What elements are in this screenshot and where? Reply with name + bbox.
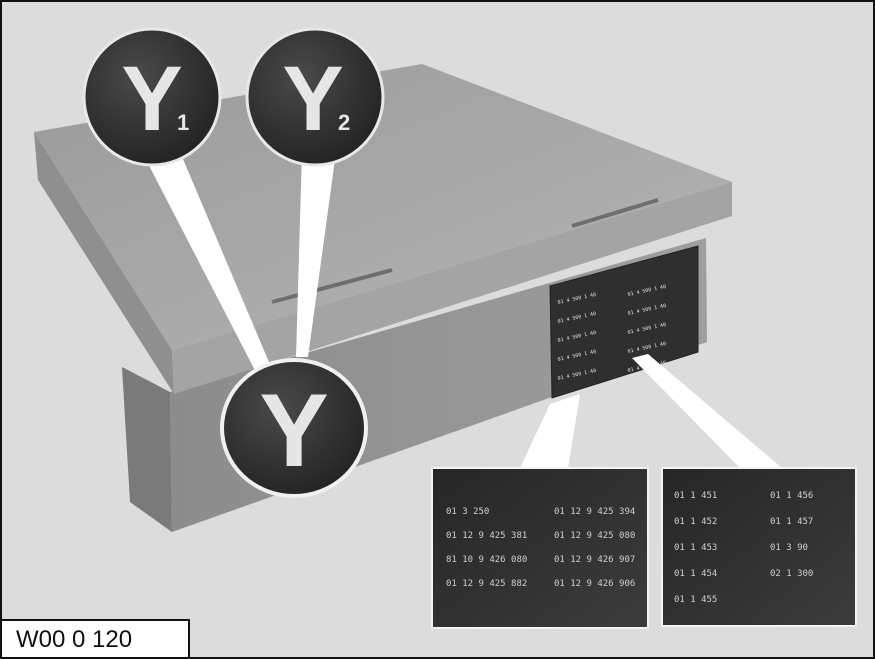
callout-y1: Y 1: [82, 27, 222, 167]
leader-label-right: [632, 354, 782, 468]
part-number: 01 1 455: [674, 595, 717, 605]
part-number: 01 1 454: [674, 569, 717, 579]
part-number: 81 10 9 426 080: [446, 555, 527, 565]
lid-slot-right: [571, 198, 659, 228]
leader-y1: [142, 152, 274, 380]
part-number: 01 1 451: [674, 491, 717, 501]
callout-y1-letter: Y: [121, 48, 182, 150]
callout-y-letter: Y: [259, 373, 328, 489]
leader-label-left: [520, 394, 580, 468]
callout-y2: Y 2: [245, 27, 385, 167]
part-number: 01 12 9 425 080: [554, 531, 635, 541]
callout-y: Y: [220, 358, 368, 498]
part-number: 01 12 9 426 906: [554, 579, 635, 589]
part-number: 01 1 457: [770, 517, 813, 527]
label-right-enlarged: 01 1 451 01 1 452 01 1 453 01 1 454 01 1 455…: [661, 467, 857, 627]
callout-y2-subscript: 2: [338, 110, 350, 135]
leader-lines: [142, 152, 782, 468]
callout-y2-letter: Y: [282, 48, 343, 150]
part-number: 01 3 90: [770, 543, 808, 553]
part-number: 01 12 9 425 394: [554, 507, 635, 517]
lid-front-edge: [172, 182, 732, 394]
figure-code: W00 0 120: [2, 619, 190, 657]
box-left-face: [122, 367, 172, 532]
part-number: 01 12 9 425 882: [446, 579, 527, 589]
part-number: 02 1 300: [770, 569, 813, 579]
leader-y2: [296, 152, 336, 357]
part-number: 01 3 250: [446, 507, 489, 517]
lid-left-edge: [34, 132, 174, 394]
label-left-enlarged: 01 3 250 01 12 9 425 381 81 10 9 426 080 01…: [431, 467, 649, 629]
part-number: 01 1 452: [674, 517, 717, 527]
part-number: 01 1 456: [770, 491, 813, 501]
part-number: 01 12 9 426 907: [554, 555, 635, 565]
part-number: 01 1 453: [674, 543, 717, 553]
callout-y1-subscript: 1: [177, 110, 189, 135]
part-number: 01 12 9 425 381: [446, 531, 527, 541]
lid-slot-left: [271, 268, 393, 304]
